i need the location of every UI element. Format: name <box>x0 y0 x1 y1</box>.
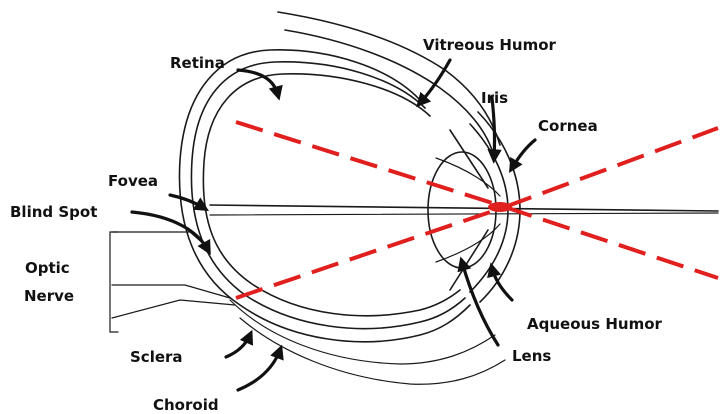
label-lens: Lens <box>512 347 551 365</box>
optical-axis-line-2 <box>210 213 718 215</box>
label-sclera: Sclera <box>130 348 183 366</box>
ray-upper-right <box>505 128 718 207</box>
label-cornea: Cornea <box>538 117 598 135</box>
label-nerve: Nerve <box>24 287 74 305</box>
inner-retina-outline <box>203 74 460 316</box>
label-fovea: Fovea <box>108 172 158 190</box>
optic-nerve <box>110 232 235 332</box>
ray-upper-left <box>236 122 505 207</box>
ray-lower-right <box>505 207 718 278</box>
retina-outline <box>191 62 465 329</box>
choroid-arrow <box>238 350 280 390</box>
fovea-arrow <box>170 195 204 208</box>
optic-nerve-lower <box>112 300 235 318</box>
label-choroid: Choroid <box>153 396 219 414</box>
retina-arrow <box>238 70 278 95</box>
label-retina: Retina <box>170 54 225 72</box>
label-vitreous-humor: Vitreous Humor <box>423 36 557 54</box>
label-aqueous-humor: Aqueous Humor <box>527 315 663 333</box>
label-optic: Optic <box>25 259 70 277</box>
eye-layers <box>179 12 505 384</box>
label-iris: Iris <box>481 89 508 107</box>
blind-spot-arrow <box>132 212 208 250</box>
vitreous-humor-arrow <box>420 60 450 103</box>
focal-point <box>488 202 512 212</box>
sclera-arrow <box>226 335 250 357</box>
sclera-outline <box>278 12 500 145</box>
optical-axis-line <box>210 205 718 211</box>
optic-nerve-line-bottom <box>112 285 230 298</box>
ray-lower-left <box>236 207 505 298</box>
label-blind-spot: Blind Spot <box>10 203 97 221</box>
cornea-arrow <box>512 140 535 168</box>
